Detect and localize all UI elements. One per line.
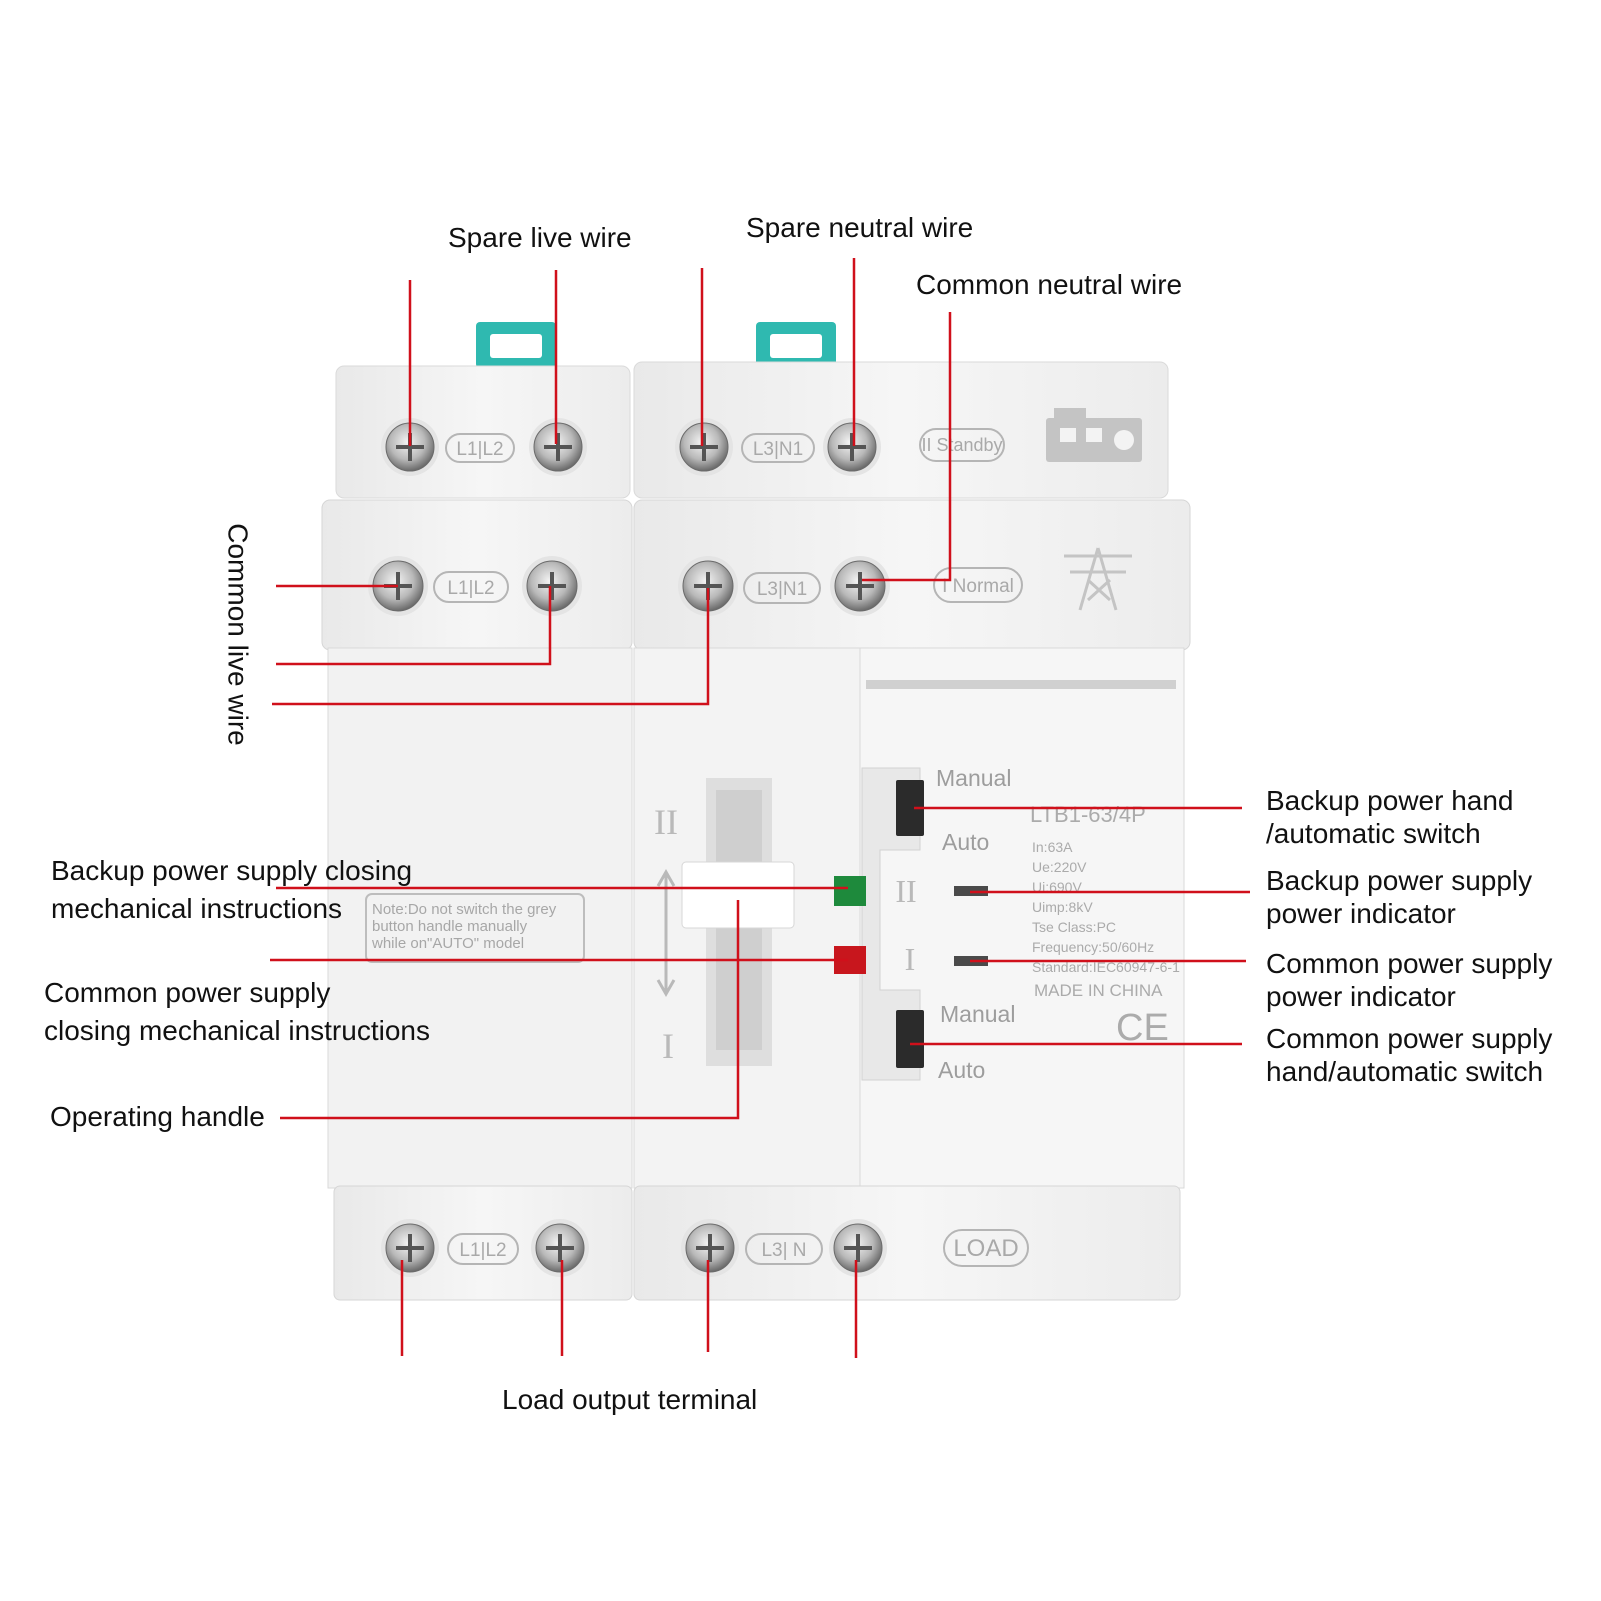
arrow-up-down-icon: [656, 868, 676, 998]
label-line: power indicator: [1266, 898, 1456, 929]
label-spare-live-wire: Spare live wire: [448, 222, 632, 253]
screw-terminal-icon: [522, 556, 582, 616]
label-backup-power-indicator: Backup power supply power indicator: [1266, 864, 1532, 930]
screw-terminal-icon: [381, 418, 439, 476]
indicator-mark-upper: II: [895, 873, 916, 909]
note-box: [365, 893, 585, 963]
spec-line: In:63A: [1032, 839, 1073, 855]
standby-badge: II Standby: [921, 435, 1002, 455]
label-load-output-terminal: Load output terminal: [502, 1384, 758, 1415]
normal-badge: I Normal: [942, 576, 1014, 597]
leader-lines: [270, 258, 1250, 1358]
din-clip-right: [756, 322, 836, 368]
middle-block-left: [321, 499, 633, 651]
leader-operating-handle: [280, 900, 740, 1120]
top-block-right: [633, 361, 1169, 499]
label-common-power-indicator: Common power supply power indicator: [1266, 947, 1552, 1013]
label-line: /automatic switch: [1266, 818, 1481, 849]
label-line: Common power supply: [44, 977, 331, 1008]
label-line: Backup power hand: [1266, 785, 1514, 816]
bottom-left-terminal-label: L1|L2: [459, 1240, 506, 1261]
generator-icon: [1046, 408, 1142, 462]
label-line: Common power supply: [1266, 1023, 1553, 1054]
label-operating-handle: Operating handle: [50, 1101, 265, 1132]
din-clip-left: [476, 322, 556, 368]
lower-switch-auto-label: Auto: [938, 1057, 985, 1083]
spec-plate: LTB1-63/4P In:63A Ue:220V Ui:690V Uimp:8…: [1030, 802, 1180, 1049]
load-badge: LOAD: [953, 1235, 1018, 1262]
spec-line: Standard:IEC60947-6-1: [1032, 959, 1180, 975]
label-common-live-wire: Common live wire: [222, 523, 254, 746]
label-line: Common power supply: [1266, 948, 1553, 979]
backup-hand-auto-switch[interactable]: Manual Auto: [896, 765, 1011, 855]
middle-left-terminal-label: L1|L2: [447, 578, 494, 599]
label-line: closing mechanical instructions: [44, 1015, 430, 1046]
handle-position-lower: I: [662, 1026, 674, 1066]
label-common-hand-auto-switch: Common power supply hand/automatic switc…: [1266, 1022, 1552, 1088]
label-common-neutral-wire: Common neutral wire: [916, 269, 1183, 300]
note-line-3: while on"AUTO" model: [371, 935, 524, 952]
screw-terminal-icon: [531, 1219, 589, 1277]
power-tower-icon: [1064, 547, 1132, 611]
label-backup-closing-instructions: Backup power supply closing mechanical i…: [51, 852, 412, 928]
backup-closing-indicator-green: [834, 876, 866, 906]
top-block-left: [335, 365, 631, 499]
leader-common-live-3: [272, 588, 710, 706]
label-line: mechanical instructions: [51, 893, 343, 924]
label-common-closing-instructions: Common power supply closing mechanical i…: [44, 974, 430, 1050]
bottom-right-terminal-label: L3| N: [761, 1240, 806, 1261]
top-left-terminal-label: L1|L2: [456, 439, 503, 460]
middle-right-terminal-label: L3|N1: [757, 579, 807, 600]
label-line: hand/automatic switch: [1266, 1056, 1544, 1087]
screw-terminal-icon: [681, 1219, 739, 1277]
spec-line: Uimp:8kV: [1032, 899, 1093, 915]
label-line: power indicator: [1266, 981, 1456, 1012]
upper-switch-auto-label: Auto: [942, 829, 989, 855]
leader-common-live-2: [276, 586, 552, 666]
handle-position-upper: II: [654, 802, 678, 842]
main-body-right: [859, 647, 1185, 1189]
lower-switch-manual-label: Manual: [940, 1001, 1015, 1027]
note-line-2: button handle manually: [372, 918, 528, 935]
label-line: Backup power supply: [1266, 865, 1533, 896]
spec-line: Tse Class:PC: [1032, 919, 1116, 935]
spec-line: Frequency:50/60Hz: [1032, 939, 1154, 955]
label-spare-neutral-wire: Spare neutral wire: [746, 212, 974, 243]
label-backup-hand-auto-switch: Backup power hand /automatic switch: [1266, 784, 1514, 850]
screw-terminal-icon: [675, 418, 733, 476]
note-line-1: Note:Do not switch the grey: [372, 901, 557, 918]
spec-line: Ue:220V: [1032, 859, 1087, 875]
indicator-mark-lower: I: [905, 941, 916, 977]
leader-common-neutral: [862, 312, 952, 582]
bottom-block-right: [633, 1185, 1181, 1301]
label-line: Backup power supply closing: [51, 855, 413, 886]
screw-terminal-icon: [829, 1219, 887, 1277]
model-label: LTB1-63/4P: [1030, 802, 1146, 827]
screw-terminal-icon: [529, 418, 587, 476]
common-hand-auto-switch[interactable]: Manual Auto: [896, 1001, 1015, 1083]
upper-switch-manual-label: Manual: [936, 765, 1011, 791]
screw-terminal-icon: [678, 556, 738, 616]
ce-mark: CE: [1116, 1007, 1169, 1049]
screw-terminal-icon: [381, 1219, 439, 1277]
screw-terminal-icon: [830, 556, 890, 616]
screw-terminal-icon: [823, 418, 881, 476]
top-right-terminal-label: L3|N1: [753, 439, 803, 460]
terminal-labels: L1|L2 L3|N1 II Standby L1|L2 L3|N1 I Nor…: [433, 428, 1029, 1267]
screw-terminals: [368, 418, 890, 1277]
made-in-label: MADE IN CHINA: [1034, 981, 1163, 1000]
top-grey-strip: [866, 680, 1176, 689]
